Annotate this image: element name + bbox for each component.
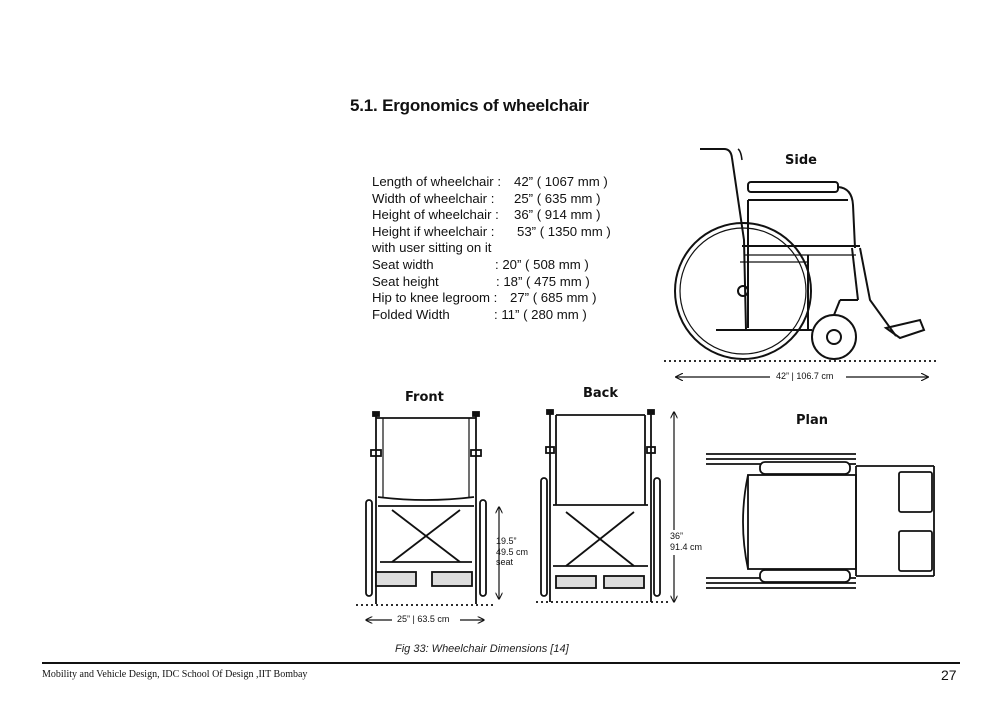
- dimension-label-bg: [668, 530, 704, 555]
- back-view-drawing: [540, 409, 661, 602]
- dimension-label-bg: [392, 613, 460, 627]
- side-view-label: Side: [785, 153, 817, 168]
- plan-view-label: Plan: [796, 413, 829, 428]
- footer-text: Mobility and Vehicle Design, IDC School …: [42, 669, 308, 680]
- front-view-label: Front: [405, 390, 444, 405]
- dimension-label-bg: [770, 370, 846, 384]
- plan-view-drawing: [706, 453, 935, 589]
- side-view-drawing: [674, 148, 926, 360]
- figure-caption: Fig 33: Wheelchair Dimensions [14]: [395, 643, 569, 655]
- side-length-dimension: 42” | 106.7 cm: [776, 371, 834, 381]
- page-number: 27: [941, 667, 957, 683]
- front-width-dimension: 25” | 63.5 cm: [397, 614, 450, 624]
- front-view-drawing: [365, 411, 487, 604]
- footer-divider: [42, 662, 960, 664]
- back-view-label: Back: [583, 386, 619, 401]
- front-seat-height-dimension: 19.5” 49.5 cm seat: [496, 536, 529, 567]
- back-height-dimension: 36” 91.4 cm: [670, 531, 703, 552]
- section-title: 5.1. Ergonomics of wheelchair: [350, 96, 589, 115]
